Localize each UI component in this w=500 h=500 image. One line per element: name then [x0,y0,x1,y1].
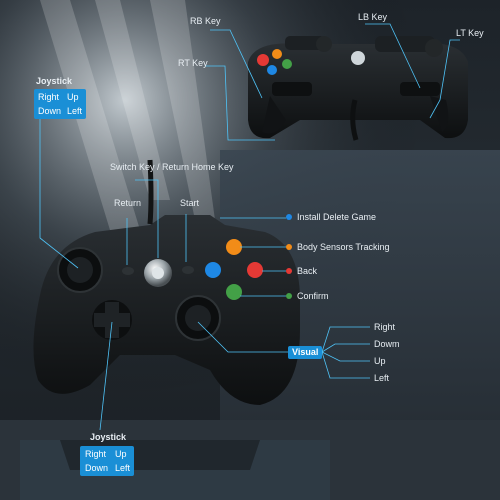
joystick-bottom-box: Right Up Down Left [80,446,134,476]
joystick-bottom-up: Up [115,449,127,459]
lt-key-label: LT Key [456,28,484,38]
joystick-top-up: Up [67,92,79,102]
confirm-dot [286,293,292,299]
controller-back-view [248,36,468,141]
rt-key-label: RT Key [178,58,208,68]
joystick-top-down: Down [38,106,62,116]
joystick-bottom-right: Right [85,449,107,459]
joystick-top-right: Right [38,92,60,102]
visual-down: Dowm [374,339,400,349]
joystick-top-box: Right Up Down Left [34,89,86,119]
visual-label: Visual [292,347,319,357]
joystick-bottom-left: Left [115,463,131,473]
pedestal-right [220,150,500,470]
back-label: Back [297,266,318,276]
body-sensor-dot [286,244,292,250]
joystick-bottom-down: Down [85,463,109,473]
visual-left: Left [374,373,390,383]
install-dot [286,214,292,220]
joystick-top-title: Joystick [36,76,73,86]
joystick-bottom-title: Joystick [90,432,127,442]
confirm-label: Confirm [297,291,329,301]
light-rays [40,0,215,230]
visual-right: Right [374,322,396,332]
return-label: Return [114,198,142,208]
rb-key-label: RB Key [190,16,221,26]
start-label: Start [180,198,200,208]
lb-key-label: LB Key [358,12,388,22]
body-sensors-label: Body Sensors Tracking [297,242,390,252]
switch-key-label: Switch Key / Return Home Key [110,162,234,172]
callout-lines [39,23,460,431]
visual-box: Visual [288,346,322,359]
back-dot [286,268,292,274]
install-delete-label: Install Delete Game [297,212,377,222]
joystick-top-left: Left [67,106,83,116]
visual-up: Up [374,356,386,366]
